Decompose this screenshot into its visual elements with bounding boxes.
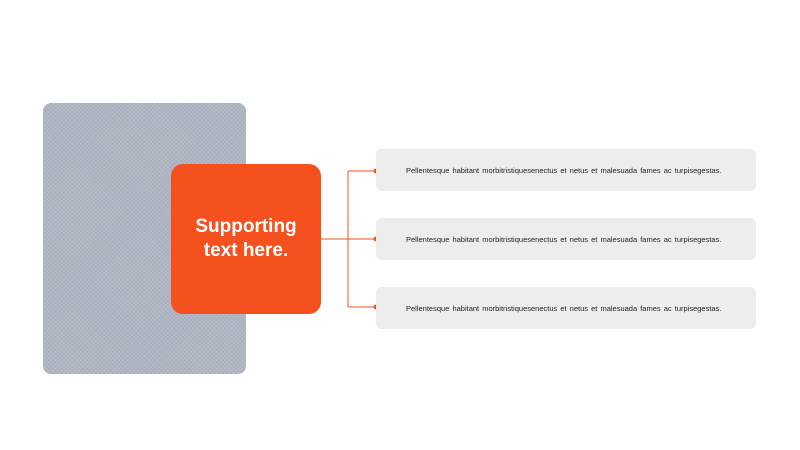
center-text: Supporting text here. bbox=[195, 216, 297, 261]
item-box-1: Pellentesque habitant morbitristiquesene… bbox=[376, 149, 756, 191]
item-box-3: Pellentesque habitant morbitristiquesene… bbox=[376, 287, 756, 329]
item-box-2: Pellentesque habitant morbitristiquesene… bbox=[376, 218, 756, 260]
item-text-1: Pellentesque habitant morbitristiquesene… bbox=[406, 165, 722, 175]
item-text-2: Pellentesque habitant morbitristiquesene… bbox=[406, 234, 722, 244]
item-text-3: Pellentesque habitant morbitristiquesene… bbox=[406, 303, 722, 313]
center-box: Supporting text here. bbox=[171, 164, 321, 314]
